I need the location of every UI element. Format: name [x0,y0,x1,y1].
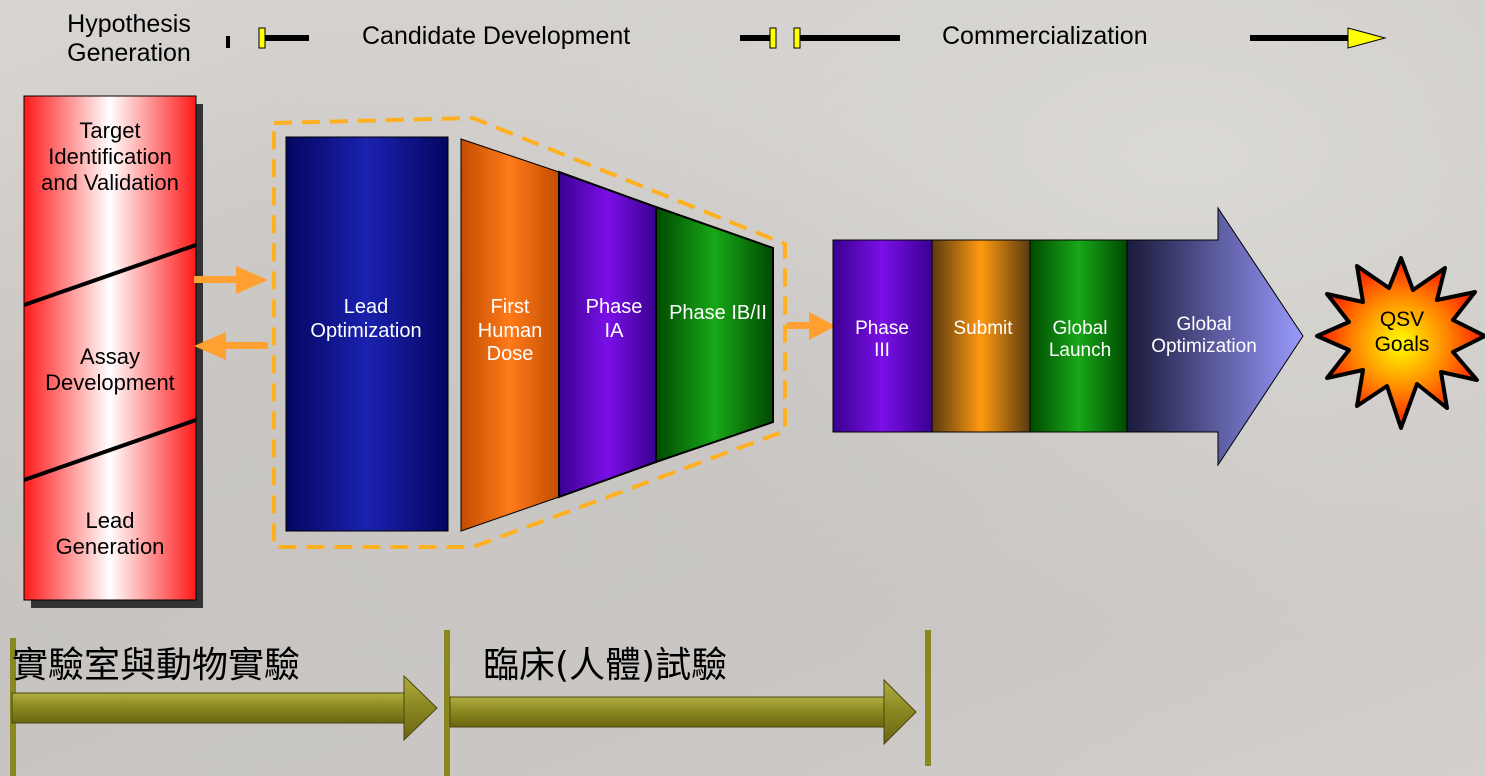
feedback-arrows [194,266,268,360]
discovery-box [23,95,203,608]
phase-iii-block [832,239,933,433]
stage-hypothesis: Hypothesis Generation [67,10,191,67]
qsv-goals-label: QSV Goals [1374,308,1430,356]
lead-optimization-label: Lead Optimization [310,296,422,342]
lead-optimization-block [285,136,449,532]
lab-animal-testing-label: 實驗室與動物實驗 [12,645,301,686]
clinical-arrow [444,630,931,776]
stage-commercialization: Commercialization [942,22,1148,50]
submit-block [931,239,1031,433]
phase-ia-label: Phase IA [585,296,643,342]
global-optimization-label: Global Optimization [1151,314,1257,358]
target-identification-label: Target Identification and Validation [41,118,179,195]
assay-development-label: Assay Development [45,344,175,395]
stage-candidate: Candidate Development [362,22,631,50]
phase-ib-label: Phase IB/II [669,302,767,324]
global-optimization-arrow [1126,206,1304,467]
lab-arrow [10,638,438,776]
submit-label: Submit [953,318,1013,339]
clinical-trial-label: 臨床(人體)試驗 [483,645,728,686]
timeline-bar [226,27,1387,49]
phase-iii-label: Phase III [855,318,909,362]
global-launch-label: Global Launch [1048,318,1112,362]
first-human-dose-label: First Human Dose [477,296,543,366]
phase-ib-block [655,205,774,464]
funnel-to-arrow-connector [787,312,836,340]
lead-generation-label: Lead Generation [55,508,165,559]
qsv-goals-star [1315,256,1485,430]
funnel-outline [272,115,787,549]
